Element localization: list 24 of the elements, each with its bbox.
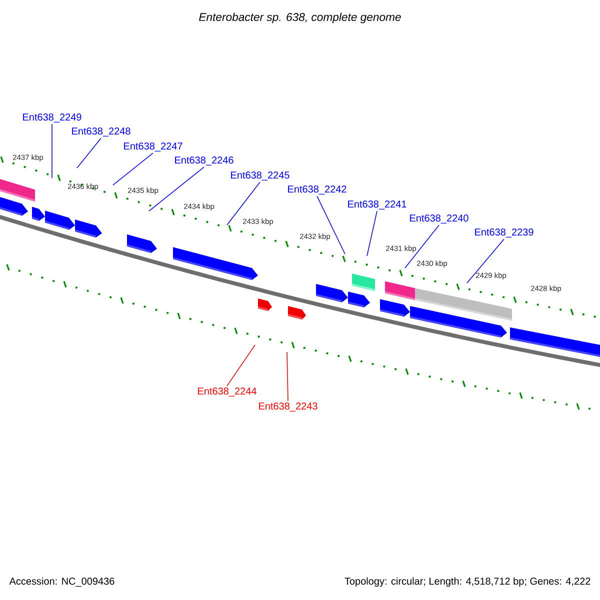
gene-label: Ent638_2246 — [175, 156, 234, 166]
title: Enterobacter sp. 638, complete genome — [199, 12, 401, 24]
leader-line — [226, 344, 256, 386]
leader-line — [404, 224, 440, 268]
gene-label: Ent638_2248 — [72, 128, 130, 136]
gene-label: Ent638_2242 — [288, 186, 346, 194]
leader-line — [76, 138, 102, 168]
genome-info-text: Topology: circular; Length: 4,518,712 bp; Genes: 4,222 — [344, 577, 590, 587]
accession-text: Accession: NC_009436 — [9, 577, 114, 587]
gene-label: Ent638_2243 — [259, 402, 318, 412]
gene-label: Ent638_2240 — [410, 214, 468, 224]
gene-label: Ent638_2241 — [348, 200, 406, 210]
gene-label: Ent638_2244 — [198, 388, 256, 396]
leader-line — [148, 166, 204, 212]
leader-line — [466, 238, 504, 284]
leader-line — [112, 152, 154, 186]
gene-label: Ent638_2239 — [475, 228, 534, 238]
gene-label: Ent638_2249 — [23, 114, 82, 122]
leader-line — [286, 352, 288, 402]
leader-line — [226, 182, 260, 226]
leader-line — [316, 196, 346, 254]
gene-label: Ent638_2245 — [231, 172, 290, 180]
gene-label: Ent638_2247 — [124, 142, 182, 152]
leader-line — [366, 210, 378, 256]
